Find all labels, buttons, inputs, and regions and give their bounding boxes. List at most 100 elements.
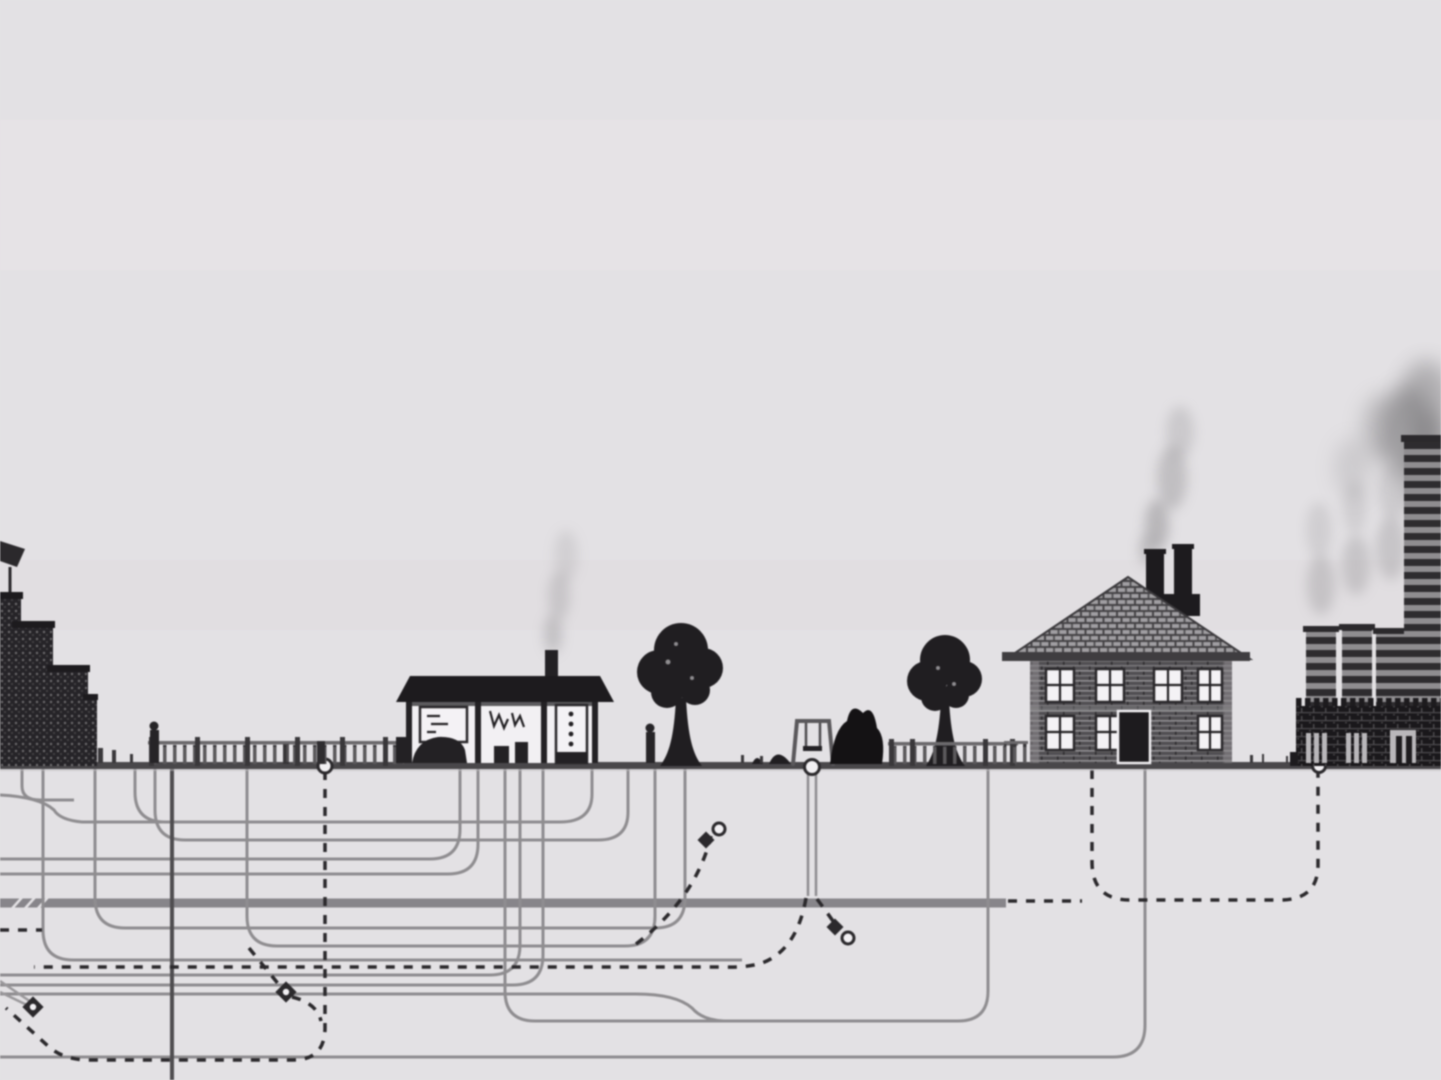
factory-smokestack	[1376, 632, 1406, 708]
factory-window	[1306, 733, 1311, 763]
swing-ropes	[804, 723, 822, 747]
door-base	[556, 752, 587, 763]
smokestack-cap	[1373, 628, 1409, 634]
factory-smokestack	[1342, 628, 1372, 708]
smokestack-cap	[1339, 624, 1375, 630]
cottage-dark-mass	[396, 737, 408, 763]
ground-line-base	[0, 769, 1441, 771]
city-roof-cap	[12, 621, 55, 628]
ground-tuft	[1286, 756, 1288, 763]
cottage-smoke-puff	[548, 572, 570, 620]
tree-leaf-highlight	[665, 659, 671, 665]
fence-rail	[148, 741, 404, 745]
endpoint-node-ring	[711, 821, 727, 837]
ground-tuft	[1262, 754, 1264, 763]
fence-clutter	[283, 744, 289, 764]
cottage-chimney	[545, 650, 558, 680]
tree-leaf-highlight	[690, 676, 694, 680]
house-smoke-puff	[1157, 446, 1187, 510]
smokestack-cap	[1303, 626, 1339, 632]
person-head	[645, 723, 655, 733]
cottage-roof	[396, 676, 614, 702]
ground-tuft	[98, 748, 103, 763]
cottage-post	[592, 702, 598, 763]
valve-node-core	[282, 988, 290, 996]
city-flag	[0, 541, 25, 567]
city-tower	[84, 698, 97, 766]
factory-window	[1346, 733, 1351, 763]
factory-window	[1354, 733, 1359, 763]
fence-post	[245, 737, 250, 766]
sky-band-lower	[0, 560, 1441, 630]
house-chimney	[1146, 552, 1164, 602]
pipe	[153, 766, 630, 842]
pipe	[133, 766, 594, 824]
dashed-pipe	[4, 771, 327, 1062]
pipe	[0, 793, 162, 824]
ground-tuft	[130, 754, 133, 763]
fence-post	[383, 737, 388, 766]
dashed-pipe	[815, 897, 839, 928]
cottage-dark-mass	[515, 742, 528, 763]
factory-parapet	[1296, 698, 1441, 708]
cottage-post	[541, 702, 547, 763]
ground-tuft	[112, 750, 116, 763]
fence-pickets	[148, 745, 404, 764]
factory-smoke-mass	[1400, 360, 1441, 436]
window-marks	[488, 710, 510, 731]
factory-window	[1314, 733, 1319, 763]
endpoint-node-ring	[840, 930, 856, 946]
fence-post	[340, 737, 345, 766]
endpoint-node-diamond	[697, 831, 715, 849]
dashed-pipe	[34, 897, 808, 969]
bush	[830, 708, 884, 764]
fence-post	[910, 739, 915, 766]
ground-tuft	[760, 756, 763, 763]
pipe-notch	[7, 892, 51, 916]
city-roof-cap	[0, 592, 23, 599]
cottage-eave-shadow	[406, 702, 598, 706]
window-marks	[510, 712, 526, 728]
cottage-smoke-puff	[554, 530, 578, 582]
node-stem	[806, 772, 818, 896]
tree-canopy-blob	[943, 682, 969, 708]
cottage-post	[475, 702, 481, 763]
bush	[769, 754, 791, 764]
city-roof-cap	[83, 694, 98, 700]
pipe	[0, 766, 462, 861]
factory-step	[1290, 752, 1298, 766]
person-body	[646, 732, 655, 763]
fence-pickets	[1004, 744, 1028, 763]
factory-smoke-puff	[1342, 535, 1370, 595]
city-roof-cap	[47, 665, 90, 672]
factory-smoke-puff	[1378, 464, 1406, 520]
fence-post	[295, 737, 300, 766]
factory-smoke-puff	[1376, 516, 1406, 580]
fence-post	[195, 737, 200, 766]
factory-window	[1322, 733, 1327, 763]
pipe	[41, 766, 742, 962]
city-tower	[14, 626, 53, 766]
factory-window-bar	[1406, 736, 1412, 763]
house-floor-band	[1030, 707, 1232, 712]
factory-window	[1390, 730, 1416, 763]
pipe	[0, 992, 725, 1023]
ground-tuft	[1250, 755, 1253, 763]
fence-pickets	[888, 746, 1018, 764]
tree-leaf-highlight	[952, 682, 956, 686]
pipe	[0, 766, 480, 876]
factory-smoke-puff	[1307, 555, 1335, 615]
pipe	[0, 766, 1147, 1059]
factory-body	[1296, 706, 1441, 766]
cottage-dark-mass	[494, 746, 509, 763]
fence-post	[983, 739, 988, 766]
house-chimney-cap	[1172, 544, 1194, 549]
fence-rail	[888, 742, 1018, 746]
house-smoke-puff	[1166, 406, 1194, 458]
ground-tuft	[741, 755, 744, 763]
fence-rail	[1004, 741, 1028, 744]
dashed-pipe	[1090, 770, 1320, 902]
cottage-smoke-puff	[544, 614, 562, 654]
